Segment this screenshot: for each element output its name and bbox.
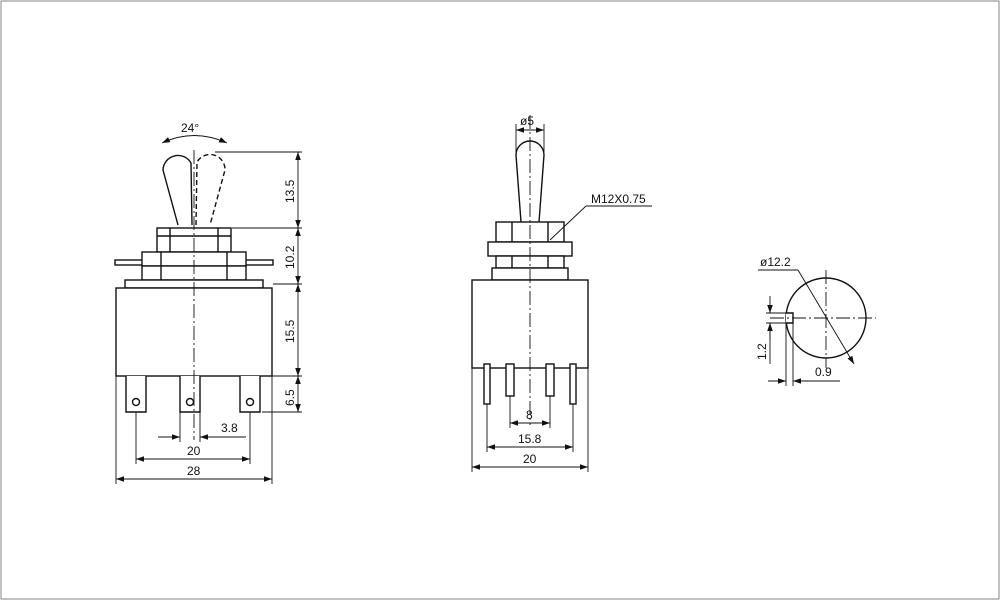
- front-view: 24° 13.5 10.2: [114, 121, 302, 484]
- side-terminal-1: [483, 363, 491, 405]
- dim-bushing-height: 10.2: [283, 245, 297, 269]
- dim-body-height: 15.5: [283, 319, 297, 343]
- dim-hole-dia: ø12.2: [760, 255, 791, 269]
- angle-label: 24°: [181, 121, 199, 135]
- side-terminal-2: [505, 363, 515, 397]
- dim-body-width: 28: [187, 464, 201, 478]
- thread-label: M12X0.75: [591, 192, 646, 206]
- dim-terminal-span: 20: [187, 444, 201, 458]
- angle-arc: [161, 135, 228, 144]
- dim-terminal-height: 6.5: [283, 389, 297, 406]
- dim-lever-height: 13.5: [283, 179, 297, 203]
- dim-terminal-width: 3.8: [221, 421, 238, 435]
- terminal-right: [239, 376, 261, 413]
- side-view: ø5 M12X0.75 8 15.8 20: [471, 114, 652, 472]
- lever-left: [162, 154, 193, 226]
- lever-right: [195, 153, 226, 226]
- dim-terminal-gap: 8: [526, 408, 533, 422]
- dim-lever-dia: ø5: [520, 114, 534, 128]
- dim-body-width-side: 20: [523, 452, 537, 466]
- terminal-center: [179, 376, 201, 413]
- dim-key-height: 1.2: [755, 343, 769, 360]
- panel-cutout: ø12.2 1.2 0.9: [755, 255, 876, 386]
- terminal-left: [125, 376, 147, 413]
- side-terminal-3: [545, 363, 555, 397]
- side-terminal-4: [569, 363, 577, 405]
- dim-terminal-span-side: 15.8: [518, 432, 542, 446]
- dim-key-width: 0.9: [815, 365, 832, 379]
